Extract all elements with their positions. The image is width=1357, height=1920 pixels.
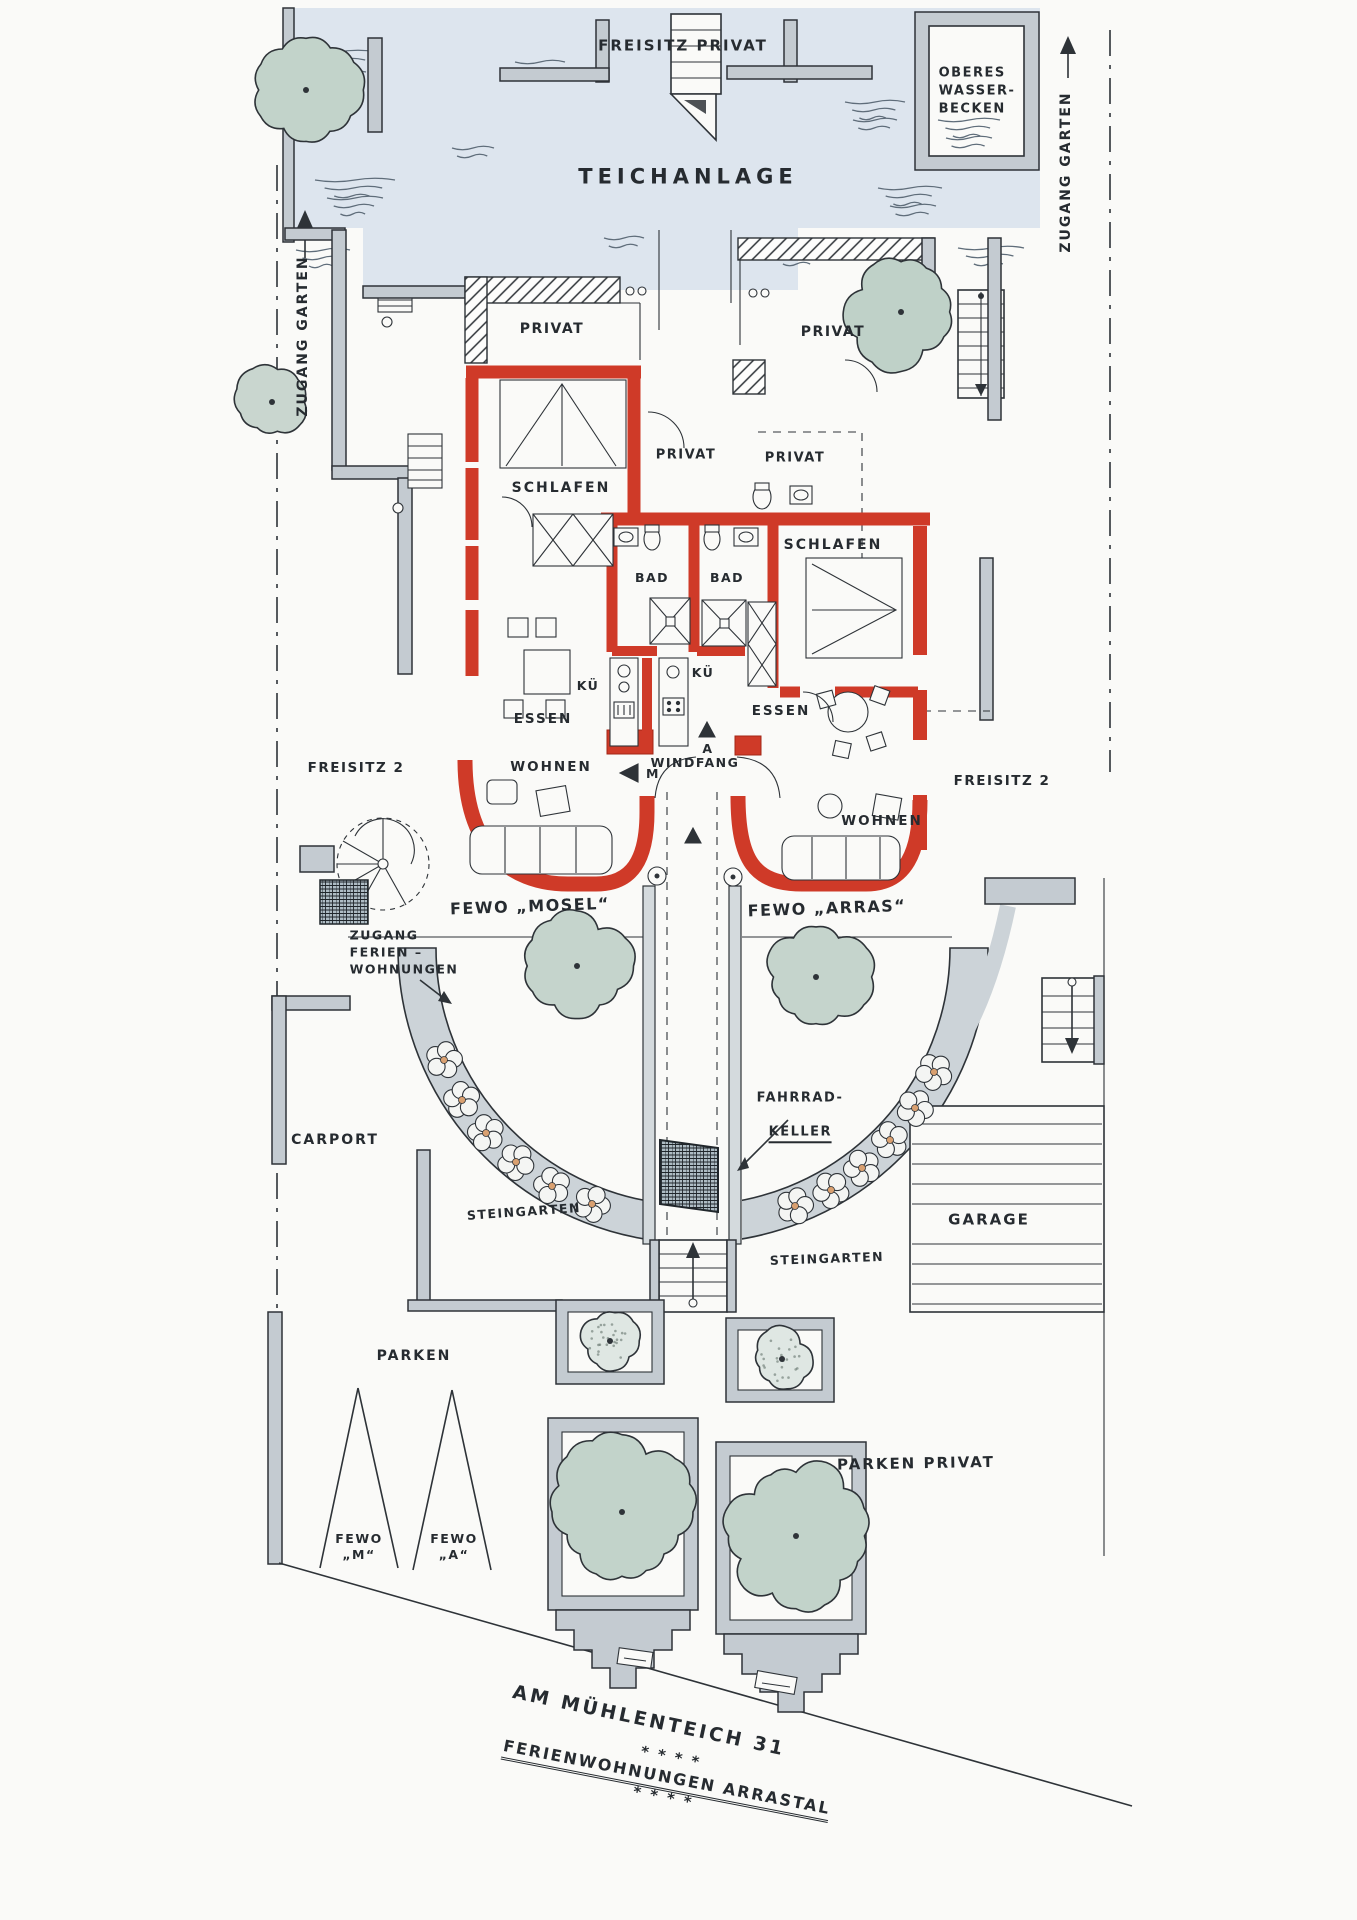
- label-zugang-garten-right: ZUGANG GARTEN: [1057, 91, 1074, 253]
- tree: [579, 1311, 642, 1372]
- fewo-access-arrow: [419, 979, 452, 1004]
- label-schlafen-left: SCHLAFEN: [511, 479, 611, 496]
- tree: [233, 363, 308, 435]
- label-privat-upper-right: PRIVAT: [800, 323, 866, 340]
- label-parken-privat: PARKEN PRIVAT: [836, 1452, 996, 1474]
- garden-access-arrow-right: [1060, 36, 1076, 78]
- fahrradkeller-line2: KELLER: [768, 1124, 833, 1144]
- label-kueche-left: KÜ: [576, 677, 600, 693]
- tree: [722, 1460, 870, 1613]
- label-bad-right: BAD: [709, 569, 745, 585]
- bike-cellar-pointer-arrow: [737, 1119, 789, 1171]
- mosel-entry-arrow-icon: [618, 763, 639, 783]
- label-privat-mid-right: PRIVAT: [764, 450, 826, 466]
- tree: [842, 257, 953, 374]
- label-freisitz2-right: FREISITZ 2: [953, 773, 1051, 790]
- building-exterior: [362, 230, 1005, 721]
- central-stairs: [649, 1239, 737, 1313]
- tree: [549, 1431, 698, 1581]
- tree: [754, 1324, 814, 1390]
- tree: [254, 36, 366, 143]
- left-garden-walls: [284, 227, 443, 675]
- garage-ramp: [909, 1105, 1105, 1313]
- upper-water-basin: [914, 11, 1040, 171]
- label-bad-left: BAD: [634, 569, 670, 585]
- label-freisitz2-left: FREISITZ 2: [307, 760, 405, 777]
- label-privat-mid-left: PRIVAT: [655, 447, 717, 463]
- label-oberes-wasserbecken: OBERES WASSER- BECKEN: [938, 65, 1016, 118]
- label-marker-m: M: [646, 765, 660, 781]
- label-carport: CARPORT: [291, 1131, 379, 1148]
- label-schlafen-right: SCHLAFEN: [783, 536, 883, 553]
- furniture: [469, 359, 903, 881]
- label-garage: GARAGE: [942, 1209, 1036, 1231]
- label-marker-a: A: [702, 740, 714, 756]
- label-freisitz-privat: FREISITZ PRIVAT: [598, 36, 768, 55]
- label-essen-right: ESSEN: [751, 703, 811, 720]
- freisitz-privat-terrace: [499, 13, 873, 142]
- right-garden-stairs: [1041, 975, 1105, 1065]
- label-essen-left: ESSEN: [513, 711, 573, 728]
- label-stellplatz-a: FEWO „A“: [430, 1530, 478, 1562]
- bike-cellar-door: [659, 1138, 719, 1214]
- entry-steps-lower: [392, 433, 443, 514]
- label-teichanlage: TEICHANLAGE: [578, 164, 798, 189]
- tree: [766, 925, 876, 1026]
- label-privat-upper-left: PRIVAT: [519, 320, 585, 337]
- label-wohnen-right: WOHNEN: [841, 813, 923, 830]
- rock-garden-flowers: [426, 1041, 953, 1225]
- tree: [523, 908, 636, 1020]
- label-parken: PARKEN: [376, 1347, 452, 1364]
- carport-walls: [271, 995, 563, 1312]
- fahrradkeller-line1: FAHRRAD-: [756, 1090, 844, 1106]
- central-path: [642, 792, 789, 1313]
- label-kueche-right: KÜ: [691, 664, 715, 680]
- label-zugang-ferienwohnungen: ZUGANG FERIEN – WOHNUNGEN: [349, 927, 459, 977]
- label-fahrradkeller: FAHRRAD- KELLER: [756, 1056, 844, 1144]
- label-wohnen-left: WOHNEN: [510, 759, 592, 776]
- parking-area: [267, 1311, 1133, 1807]
- label-zugang-garten-left: ZUGANG GARTEN: [294, 255, 311, 417]
- arras-entry-arrow-icon: [698, 720, 716, 738]
- spiral-stair: [299, 817, 430, 925]
- trees: [233, 36, 953, 1613]
- label-windfang: WINDFANG: [650, 754, 740, 770]
- path-arrow-icon: [684, 826, 702, 844]
- label-stellplatz-m: FEWO „M“: [335, 1530, 383, 1562]
